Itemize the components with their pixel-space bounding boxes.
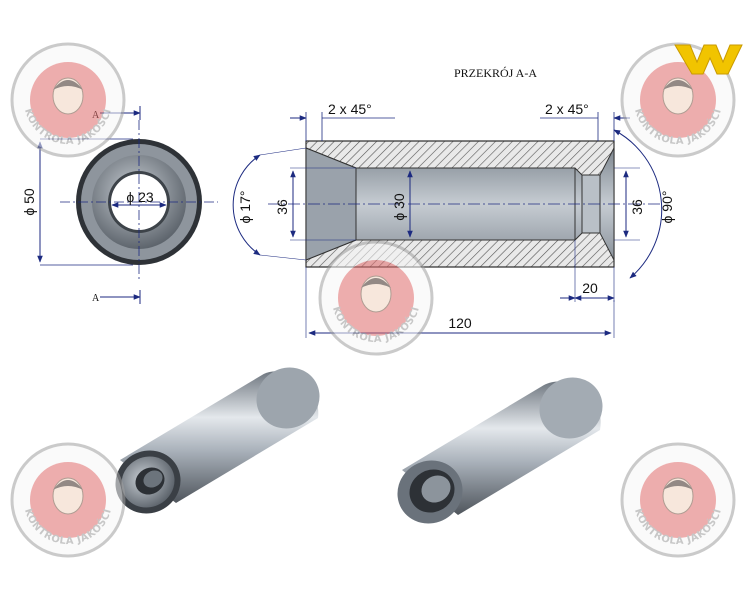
quality-stamp: KONTROLA JAKOŚCI: [10, 442, 126, 558]
brand-logo-mark: [674, 44, 743, 75]
quality-stamp: KONTROLA JAKOŚCI: [620, 442, 736, 558]
chamfer-left-label: 2 x 45°: [328, 101, 372, 117]
front-view: ϕ 50 ϕ 23 A A: [21, 106, 218, 304]
iso-right-far-end: [539, 377, 603, 439]
iso-right-bore-inner: [421, 475, 451, 503]
iso-left-far-end: [256, 367, 320, 429]
cone-angle-right-arc: [613, 129, 663, 279]
inner-diameter-label: ϕ 23: [126, 189, 154, 205]
section-mark-bottom: A: [92, 293, 100, 304]
section-title: PRZEKRÓJ A-A: [454, 66, 537, 80]
stamp-mascot-hair: [663, 80, 693, 90]
iso-left-bore-inner: [143, 470, 163, 488]
iso-view-left: [115, 367, 320, 514]
overall-length-label: 120: [448, 315, 472, 331]
ext-line: [259, 147, 307, 156]
quality-stamp: KONTROLA JAKOŚCI: [10, 42, 126, 158]
outer-diameter-label: ϕ 50: [21, 188, 37, 216]
stamp-mascot-hair: [361, 278, 391, 288]
chamfer-right-label: 2 x 45°: [545, 101, 589, 117]
iso-view-right: [397, 377, 603, 524]
height-right-label: 36: [629, 199, 645, 215]
quality-stamps: KONTROLA JAKOŚCI KONTROLA JAKOŚCI KONTROLA…: [10, 42, 736, 558]
cone-angle-right-label: ϕ 90°: [659, 191, 675, 224]
cone-angle-left-arc: [232, 154, 261, 256]
cone-angle-left-label: ϕ 17°: [237, 191, 253, 224]
ext-line: [259, 254, 307, 261]
section-view: PRZEKRÓJ A-A 2 x 45° 2 x 45° ϕ 17° 36: [232, 66, 675, 338]
step-length-label: 20: [582, 280, 598, 296]
bore-diameter-label: ϕ 30: [391, 193, 407, 221]
height-left-label: 36: [274, 199, 290, 215]
stamp-mascot-hair: [663, 480, 693, 490]
quality-stamp: KONTROLA JAKOŚCI: [318, 240, 434, 356]
stamp-mascot-hair: [53, 480, 83, 490]
quality-stamp: KONTROLA JAKOŚCI: [620, 42, 736, 158]
stamp-mascot-hair: [53, 80, 83, 90]
brand-logo: [674, 44, 743, 75]
